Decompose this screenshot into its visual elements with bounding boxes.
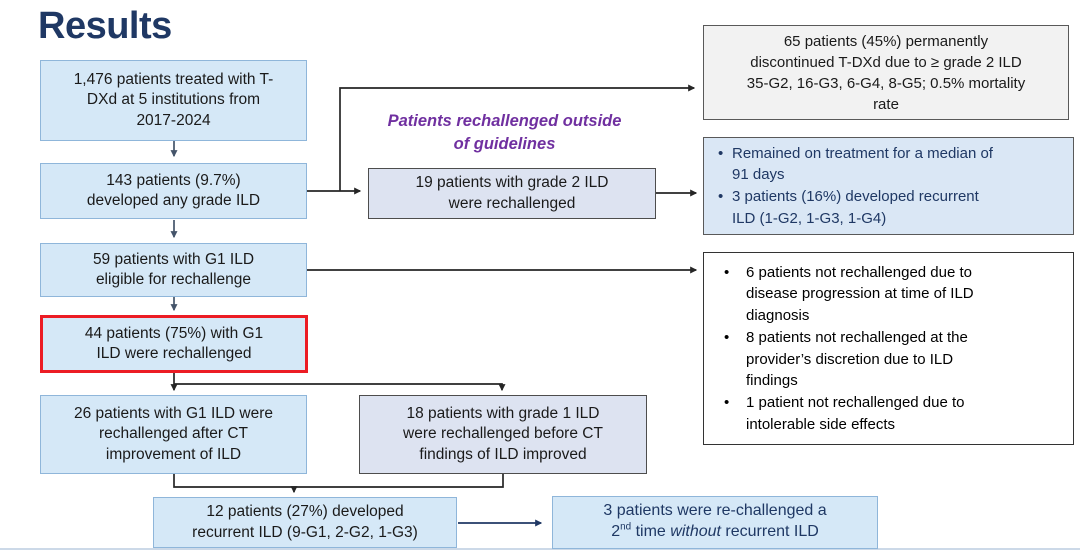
flow-box-developed: 143 patients (9.7%) developed any grade … (40, 163, 307, 219)
note-not-rechallenged: 6 patients not rechallenged due to disea… (703, 252, 1074, 445)
flow-box-eligible: 59 patients with G1 ILD eligible for rec… (40, 243, 307, 297)
note-remained: Remained on treatment for a median of 91… (703, 137, 1074, 235)
second-rechallenge-superscript: nd (620, 521, 632, 533)
flow-box-second-rechallenge: 3 patients were re-challenged a 2nd time… (552, 496, 878, 549)
slide-bottom-divider (0, 548, 1080, 550)
arrow-rechallenged-to-beforect (174, 383, 506, 392)
flow-box-after-ct: 26 patients with G1 ILD were rechallenge… (40, 395, 307, 474)
second-rechallenge-mid: time (631, 522, 671, 540)
flow-box-rechallenged-highlight: 44 patients (75%) with G1 ILD were recha… (40, 315, 308, 373)
flow-box-grade2: 19 patients with grade 2 ILD were rechal… (368, 168, 656, 219)
flow-box-treated: 1,476 patients treated with T- DXd at 5 … (40, 60, 307, 141)
arrow-developed-to-discontinued-note (339, 84, 696, 191)
second-rechallenge-italic: without (670, 522, 721, 540)
outside-guidelines-label: Patients rechallenged outside of guideli… (387, 112, 622, 154)
note-remained-item: 3 patients (16%) developed recurrent ILD… (714, 186, 993, 230)
page-title: Results (38, 5, 172, 47)
note-not-rechallenged-item: 6 patients not rechallenged due to disea… (720, 262, 974, 327)
second-rechallenge-text: 3 patients were re-challenged a 2 (603, 502, 827, 540)
flow-box-recurrent: 12 patients (27%) developed recurrent IL… (153, 497, 457, 548)
note-not-rechallenged-item: 1 patient not rechallenged due to intole… (720, 392, 974, 436)
note-remained-list: Remained on treatment for a median of 91… (706, 143, 997, 230)
connector-join-to-recurrent (173, 474, 504, 488)
note-remained-item: Remained on treatment for a median of 91… (714, 143, 993, 187)
note-discontinued: 65 patients (45%) permanently discontinu… (703, 25, 1069, 120)
note-not-rechallenged-item: 8 patients not rechallenged at the provi… (720, 327, 974, 392)
note-not-rechallenged-list: 6 patients not rechallenged due to disea… (706, 262, 978, 436)
second-rechallenge-rest: recurrent ILD (720, 522, 819, 540)
flow-box-before-ct: 18 patients with grade 1 ILD were rechal… (359, 395, 647, 474)
